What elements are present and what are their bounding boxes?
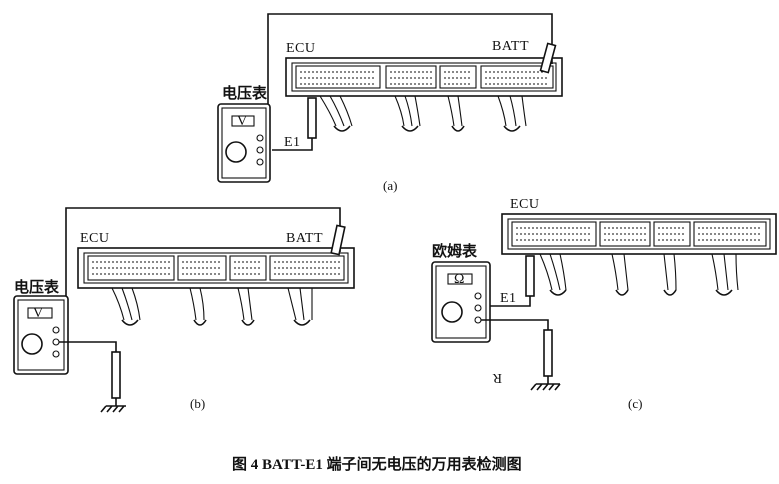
ground-symbol-b bbox=[100, 398, 126, 413]
wire-harness-c bbox=[539, 253, 739, 296]
panel-b: 电压表 V ECU BATT (b) bbox=[13, 207, 355, 413]
batt-label-b: BATT bbox=[286, 231, 323, 246]
e1-label-a: E1 bbox=[284, 135, 301, 150]
voltmeter-b bbox=[13, 295, 69, 375]
probe-ground-c bbox=[543, 329, 553, 377]
batt-label-a: BATT bbox=[492, 39, 529, 54]
wire-loop-a bbox=[267, 13, 553, 118]
probe-batt-a bbox=[539, 42, 557, 74]
wire-ground-c bbox=[481, 319, 549, 330]
wire-ground-b bbox=[59, 341, 117, 352]
probe-e1-a bbox=[272, 97, 317, 151]
panel-c: 欧姆表 Ω ECU E1 R (c) bbox=[431, 197, 777, 411]
meter-title-a: 电压表 bbox=[222, 84, 268, 102]
sub-label-b: (b) bbox=[190, 396, 205, 411]
wire-e1-c bbox=[486, 296, 531, 307]
meter-symbol-c: Ω bbox=[454, 272, 465, 287]
ohmmeter-c bbox=[431, 261, 491, 343]
ecu-board-c bbox=[501, 213, 777, 255]
meter-symbol-b: V bbox=[33, 306, 44, 321]
ecu-label-b: ECU bbox=[80, 231, 110, 246]
ecu-connector-rail-a bbox=[291, 62, 557, 92]
wire-harness-a bbox=[319, 95, 527, 132]
stray-mark-c: R bbox=[492, 370, 502, 385]
probe-ground-b bbox=[111, 351, 121, 399]
probe-e1-c bbox=[525, 255, 535, 297]
wire-loop-b bbox=[65, 207, 341, 300]
sub-label-c: (c) bbox=[628, 396, 642, 411]
ecu-label-a: ECU bbox=[286, 41, 316, 56]
sub-label-a: (a) bbox=[383, 178, 397, 193]
connector-blocks-b bbox=[87, 255, 345, 281]
panel-a: 电压表 V ECU BATT E1 (a) bbox=[217, 13, 563, 193]
e1-label-c: E1 bbox=[500, 291, 517, 306]
voltmeter-a bbox=[217, 103, 271, 183]
ecu-board-b bbox=[77, 247, 355, 289]
probe-batt-b bbox=[330, 224, 346, 256]
connector-blocks-c bbox=[511, 221, 767, 247]
meter-symbol-a: V bbox=[237, 114, 248, 129]
connector-blocks-a bbox=[295, 65, 554, 89]
ecu-board-a bbox=[285, 57, 563, 97]
ground-symbol-c bbox=[530, 376, 561, 391]
figure-caption: 图 4 BATT-E1 端子间无电压的万用表检测图 bbox=[232, 455, 522, 473]
meter-title-b: 电压表 bbox=[14, 278, 60, 296]
meter-title-c: 欧姆表 bbox=[432, 242, 478, 260]
ecu-label-c: ECU bbox=[510, 197, 540, 212]
wire-harness-b bbox=[111, 287, 313, 326]
